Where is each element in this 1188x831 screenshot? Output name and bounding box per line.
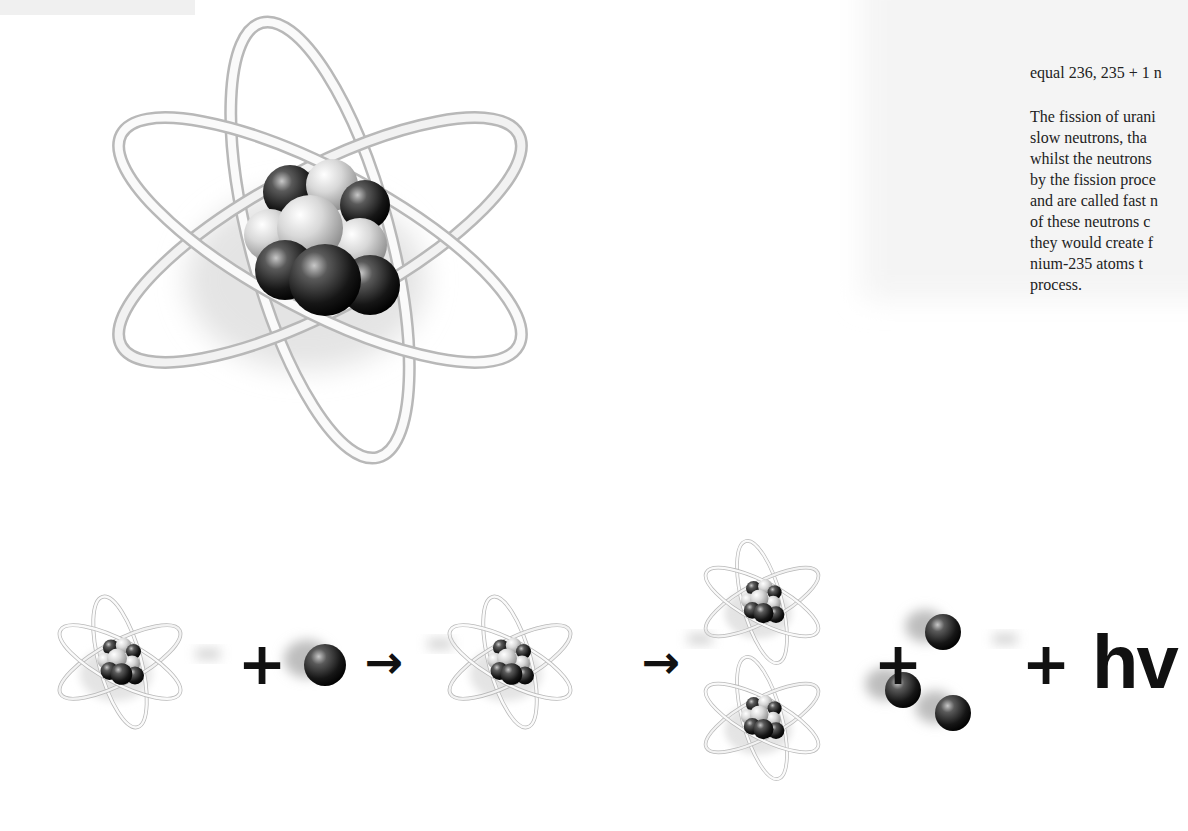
plus-sign: + — [1022, 635, 1071, 693]
nucleon — [111, 663, 133, 685]
orbit-ribbon — [441, 612, 580, 712]
paragraph-line: and are called fast n — [1030, 193, 1158, 209]
reaction-arrow: → — [642, 639, 681, 685]
paragraph-line: of these neutrons c — [1030, 214, 1150, 230]
orbit-ribbon — [697, 555, 827, 649]
motion-blur — [196, 649, 220, 659]
motion-blur — [993, 634, 1017, 644]
atom — [51, 591, 190, 732]
orbit-ribbon — [194, 5, 446, 476]
neutron — [304, 644, 346, 686]
nucleon — [289, 244, 361, 316]
atom — [88, 5, 551, 476]
paragraph-line: they would create f — [1030, 235, 1153, 251]
photon-symbol: hv — [1092, 624, 1177, 700]
orbit-ribbon — [697, 671, 827, 765]
atoms — [51, 5, 1017, 784]
orbit-ribbon — [727, 652, 797, 784]
paragraph-line: by the fission proce — [1030, 172, 1156, 188]
atom — [697, 536, 827, 668]
reaction-arrow: → — [365, 639, 404, 685]
atom — [441, 591, 580, 732]
orbit-ribbon — [697, 671, 827, 765]
orbit-ribbon — [51, 612, 190, 712]
text-panel — [862, 0, 1188, 300]
plus-sign: + — [874, 635, 923, 693]
background-panel — [0, 0, 195, 15]
neutron — [935, 695, 971, 731]
orbit-ribbon — [727, 536, 797, 668]
paragraph-line: process. — [1030, 277, 1082, 293]
paragraph-line: slow neutrons, tha — [1030, 130, 1147, 146]
orbit-ribbon — [51, 612, 190, 712]
paragraph-line: equal 236, 235 + 1 n — [1030, 65, 1162, 81]
nucleon — [753, 603, 773, 623]
neutrons — [284, 610, 971, 731]
orbit-ribbon — [82, 591, 158, 732]
paragraph-line: The fission of urani — [1030, 109, 1156, 125]
motion-blur — [688, 634, 712, 644]
motion-blur — [428, 639, 452, 649]
orbit-ribbon — [88, 73, 551, 408]
orbit-ribbon — [472, 591, 548, 732]
orbit-ribbon — [697, 555, 827, 649]
paragraph-line: whilst the neutrons — [1030, 151, 1152, 167]
nucleon — [753, 719, 773, 739]
neutron — [925, 614, 961, 650]
atom — [697, 652, 827, 784]
paragraph-line: nium-235 atoms t — [1030, 256, 1143, 272]
orbit-ribbon — [88, 73, 551, 408]
plus-sign: + — [238, 635, 287, 693]
nucleon — [501, 663, 523, 685]
orbit-ribbon — [441, 612, 580, 712]
